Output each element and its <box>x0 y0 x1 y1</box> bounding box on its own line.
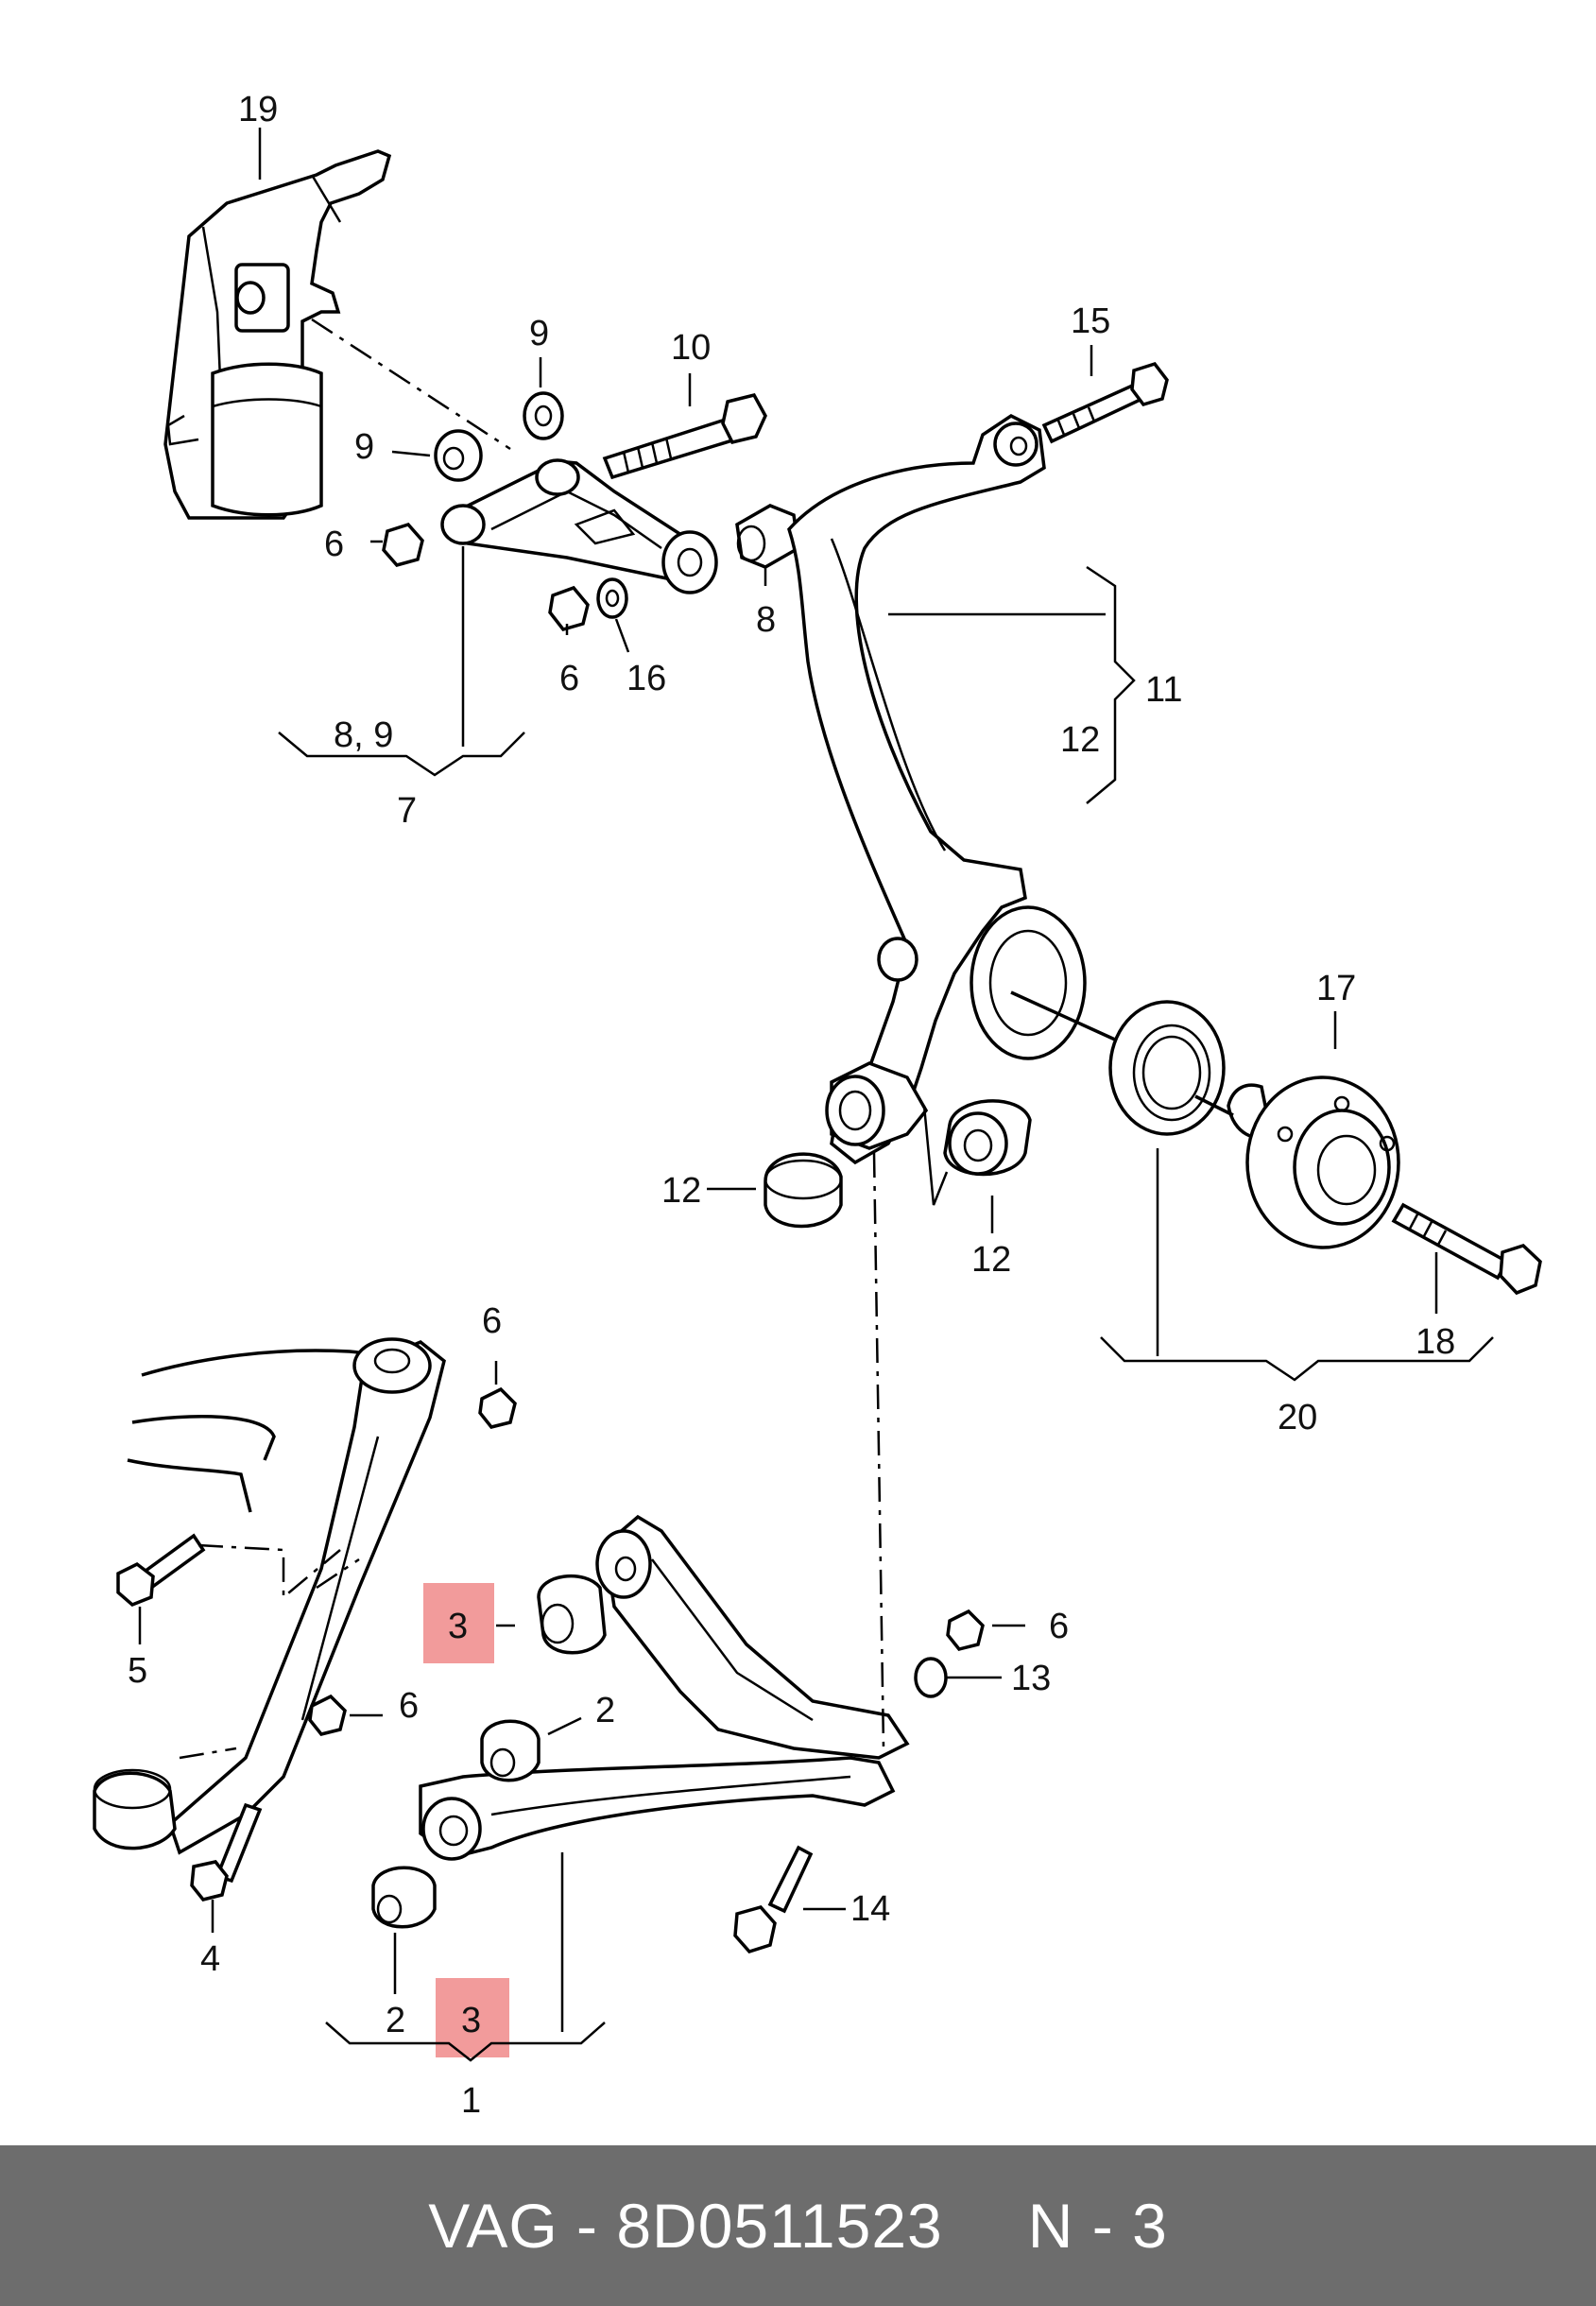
part-9-bushing-left <box>434 429 483 482</box>
label-8-9: 8, 9 <box>334 715 393 755</box>
part-3-bushing <box>537 1575 607 1655</box>
label-9-top: 9 <box>529 314 549 353</box>
part-7-upper-arm <box>440 458 718 594</box>
part-10-bolt <box>602 392 767 480</box>
label-6-e: 6 <box>399 1686 419 1726</box>
part-19-mount-bracket <box>163 149 511 520</box>
part-18-hub-bolt <box>1391 1202 1542 1296</box>
part-6-nut-e <box>308 1694 347 1736</box>
label-7: 7 <box>397 791 417 831</box>
label-9-left: 9 <box>354 427 374 467</box>
label-12-top: 12 <box>1060 720 1100 760</box>
part-6-nut-d <box>946 1609 985 1651</box>
part-9-bushing-upper <box>523 391 564 440</box>
label-12-bottom: 12 <box>971 1240 1011 1280</box>
label-16: 16 <box>626 659 666 698</box>
label-2-upper: 2 <box>595 1691 615 1730</box>
label-15: 15 <box>1071 301 1110 341</box>
part-14-bolt <box>733 1845 814 1954</box>
label-20: 20 <box>1278 1398 1317 1437</box>
label-6-a: 6 <box>324 525 344 564</box>
part-17-wheel-hub <box>1227 1076 1400 1249</box>
label-10: 10 <box>671 328 711 368</box>
label-17: 17 <box>1316 969 1356 1008</box>
label-6-b: 6 <box>559 659 579 698</box>
footer-note: N - 3 <box>1027 2191 1168 2261</box>
leader-lines <box>138 128 1494 2062</box>
label-5: 5 <box>128 1651 147 1691</box>
footer-part-number: VAG - 8D0511523 <box>428 2191 943 2261</box>
part-labels: 19 9 10 15 9 6 6 16 8 8, 9 7 11 12 12 12… <box>128 90 1455 2121</box>
suspension-exploded-diagram: 19 9 10 15 9 6 6 16 8 8, 9 7 11 12 12 12… <box>93 90 1542 2121</box>
footer-bar: VAG - 8D0511523 N - 3 <box>0 2145 1596 2306</box>
label-2-lower: 2 <box>386 2001 405 2040</box>
label-12-left: 12 <box>661 1171 701 1211</box>
part-1-lower-control-arm <box>419 1514 910 1861</box>
part-16-washer <box>596 577 628 619</box>
label-18: 18 <box>1416 1322 1455 1362</box>
part-8-bushing <box>735 504 800 569</box>
label-6-c: 6 <box>482 1301 502 1341</box>
part-4-bolt <box>190 1802 263 1902</box>
part-6-nut-a <box>382 522 424 567</box>
part-20-wheel-bearing <box>1108 1000 1226 1136</box>
highlight-box-3-upper <box>423 1583 494 1663</box>
label-1: 1 <box>461 2081 481 2121</box>
label-3-lower: 3 <box>461 2001 481 2040</box>
label-19: 19 <box>238 90 278 129</box>
part-15-bolt <box>1041 361 1169 444</box>
part-5-bolt <box>116 1533 206 1608</box>
part-2-bushing-lower <box>371 1866 437 1929</box>
label-4: 4 <box>200 1939 220 1979</box>
label-14: 14 <box>850 1889 890 1929</box>
part-13-washer <box>914 1657 948 1698</box>
label-3-upper: 3 <box>448 1607 468 1646</box>
part-6-nut-b <box>548 585 590 632</box>
part-2-bushing-upper <box>480 1719 541 1782</box>
label-13: 13 <box>1011 1659 1051 1698</box>
part-6-nut-c <box>478 1386 517 1429</box>
label-11: 11 <box>1145 670 1182 710</box>
part-12-bushing-right <box>943 1099 1032 1177</box>
label-8: 8 <box>756 600 776 640</box>
part-11-steering-knuckle <box>787 413 1087 1165</box>
label-6-d: 6 <box>1049 1607 1069 1646</box>
part-12-bushing-left <box>764 1152 843 1229</box>
